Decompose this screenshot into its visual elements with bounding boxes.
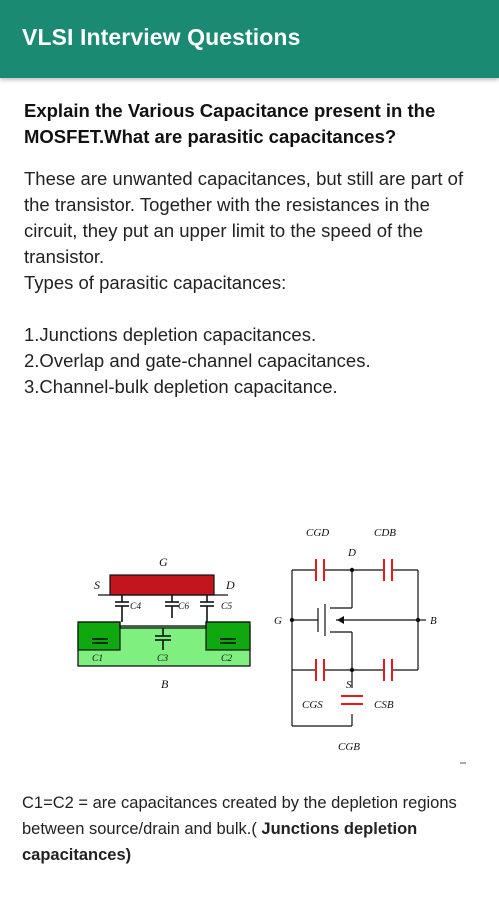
depletion-caps: [92, 628, 236, 650]
app-bar: VLSI Interview Questions: [0, 0, 499, 78]
caption-text: C1=C2 = are capacitances created by the …: [22, 794, 457, 838]
mosfet-cross-section: G S D B C4 C6 C5 C1 C3 C2: [77, 555, 251, 691]
c1-label: C1: [92, 654, 103, 664]
answer-block: These are unwanted capacitances, but sti…: [24, 166, 479, 296]
node-dot: [415, 617, 421, 623]
source-node-label: S: [346, 679, 352, 691]
cgb-label: CGB: [338, 741, 360, 753]
content: Explain the Various Capacitance present …: [24, 98, 479, 400]
cdb-label: CDB: [374, 527, 396, 539]
csb-label: CSB: [374, 699, 394, 711]
node-dot: [289, 617, 295, 623]
drain-label: D: [225, 578, 235, 592]
bulk-label: B: [161, 677, 169, 691]
c2-label: C2: [221, 654, 232, 664]
types-heading: Types of parasitic capacitances:: [24, 272, 287, 293]
drain-diffusion: [205, 621, 251, 651]
caption-bold: Junctions depletion capacitances): [22, 820, 418, 864]
c3-label: C3: [157, 654, 168, 664]
bulk-node-label: B: [430, 615, 437, 627]
list-item: 3.Channel-bulk depletion capacitance.: [24, 376, 338, 397]
cgs-label: CGS: [302, 699, 323, 711]
app-title: VLSI Interview Questions: [22, 24, 301, 50]
gate-label: G: [159, 555, 168, 569]
answer-paragraph: These are unwanted capacitances, but sti…: [24, 168, 464, 267]
mosfet-capacitance-figure: G S D B C4 C6 C5 C1 C3 C2: [0, 508, 499, 778]
c4-label: C4: [130, 602, 141, 612]
gate-region: [109, 574, 215, 596]
c6-label: C6: [178, 602, 189, 612]
gate-node-label: G: [274, 615, 282, 627]
list-item: 1.Junctions depletion capacitances.: [24, 324, 317, 345]
node-dot: [349, 667, 355, 673]
drain-node-label: D: [347, 547, 356, 559]
circuit-capacitors: [315, 559, 393, 705]
c5-label: C5: [221, 602, 232, 612]
list-item: 2.Overlap and gate-channel capacitances.: [24, 350, 371, 371]
bulk-arrow-icon: [337, 616, 344, 624]
question-text: Explain the Various Capacitance present …: [24, 100, 436, 147]
cgd-label: CGD: [306, 527, 329, 539]
source-diffusion: [77, 621, 121, 651]
node-dot: [349, 567, 355, 573]
types-list: 1.Junctions depletion capacitances. 2.Ov…: [24, 322, 479, 400]
figure-caption: C1=C2 = are capacitances created by the …: [22, 790, 482, 868]
figure-svg: G S D B C4 C6 C5 C1 C3 C2: [77, 527, 466, 764]
overlap-caps: [115, 595, 214, 622]
source-label: S: [94, 578, 100, 592]
